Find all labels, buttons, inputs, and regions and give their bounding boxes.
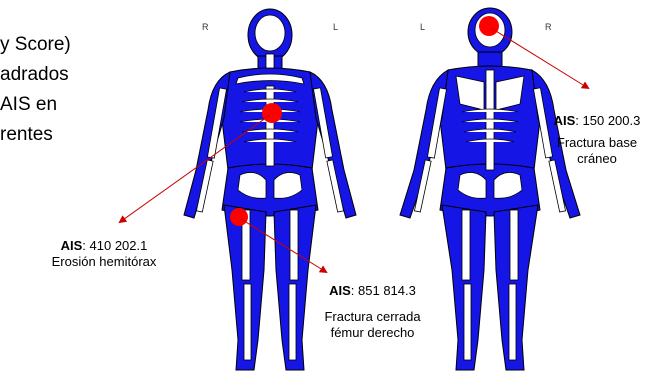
femur-description-line-2: fémur derecho	[300, 325, 445, 341]
skull-ais-code: AIS: 150 200.3	[534, 113, 660, 129]
skull-description-line-1: Fractura base	[534, 135, 660, 151]
femur-injury-marker	[230, 208, 248, 226]
thorax-annotation: AIS: 410 202.1 Erosión hemitórax	[30, 238, 178, 270]
thorax-description: Erosión hemitórax	[30, 254, 178, 270]
femur-ais-code: AIS: 851 814.3	[300, 283, 445, 299]
thorax-injury-marker	[262, 103, 282, 123]
femur-annotation: AIS: 851 814.3 Fractura cerrada fémur de…	[300, 283, 445, 341]
skull-description-line-2: cráneo	[534, 151, 660, 167]
thorax-ais-code: AIS: 410 202.1	[30, 238, 178, 254]
femur-description-line-1: Fractura cerrada	[300, 309, 445, 325]
skull-annotation: AIS: 150 200.3 Fractura base cráneo	[534, 113, 660, 167]
skull-injury-marker	[479, 16, 499, 36]
